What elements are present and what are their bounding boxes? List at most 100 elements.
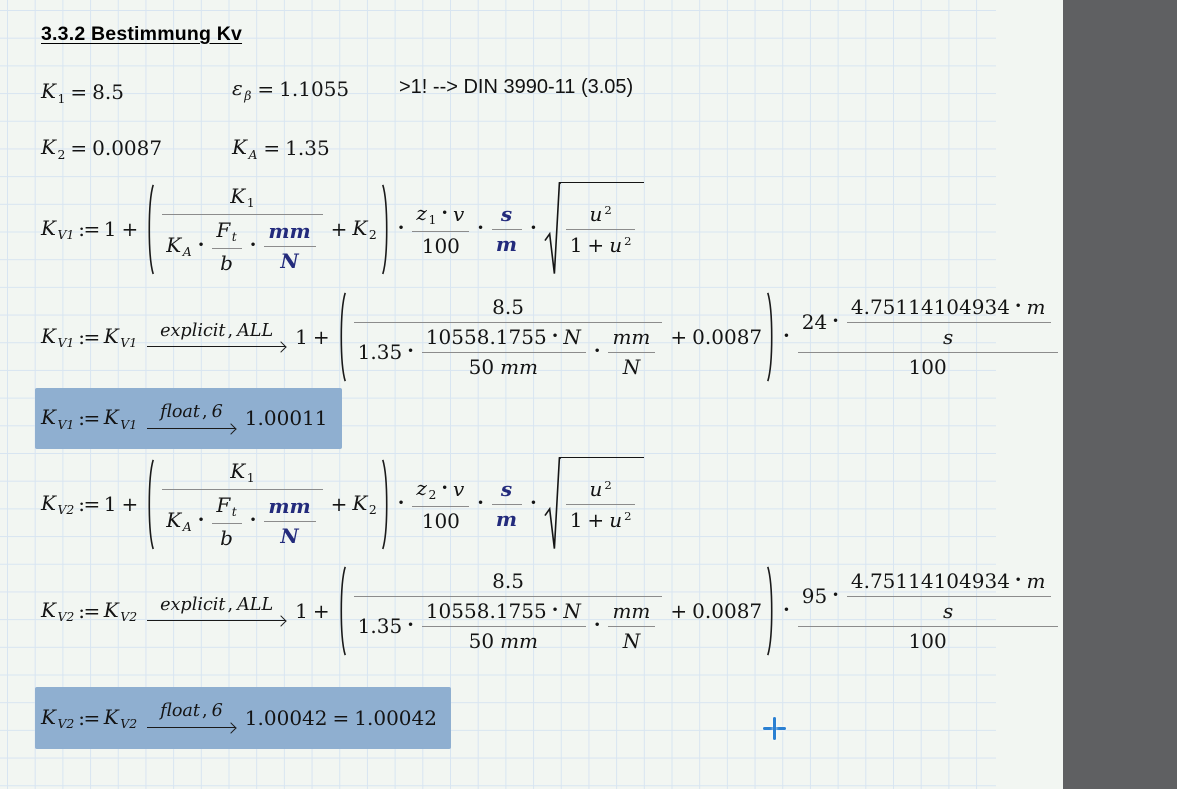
arrow-label: float,6 [146, 402, 237, 423]
fraction-bar [162, 488, 323, 490]
math-token: V2 [120, 716, 138, 732]
math-token: K [41, 597, 56, 622]
fraction-bar [353, 595, 663, 597]
math-token: K [166, 507, 182, 532]
math-token: · [407, 340, 414, 363]
math-token: + [587, 507, 605, 532]
math-token: 1 [295, 598, 308, 623]
fraction-bar [846, 321, 1051, 323]
math-token: s [943, 324, 954, 349]
fraction-bar [491, 228, 523, 230]
math-token: K [41, 135, 56, 159]
math-token: V2 [57, 502, 75, 518]
math-token: m [1026, 568, 1046, 593]
arrow-shaft [146, 616, 287, 628]
fraction-bar [846, 595, 1051, 597]
math-token: , [201, 401, 208, 422]
fraction-bar [412, 230, 470, 232]
math-token: V2 [57, 609, 75, 625]
math-token: A [248, 146, 258, 162]
math-token: V2 [120, 609, 138, 625]
math-token: · [551, 325, 559, 348]
math-token: mm [500, 628, 539, 653]
math-token: N [622, 354, 641, 379]
math-token: K [41, 704, 56, 729]
math-token: := [78, 324, 100, 349]
math-token: s [500, 476, 513, 501]
fraction-bar [565, 229, 636, 231]
note-din-reference[interactable]: >1! --> DIN 3990-11 (3.05) [399, 76, 634, 98]
section-title[interactable]: 3.3.2 Bestimmung Kv [41, 23, 243, 45]
math-token: K [103, 704, 119, 729]
math-token: z [416, 475, 427, 500]
insert-crosshair-cursor [763, 717, 786, 740]
math-token: + [330, 216, 348, 241]
math-token: K [166, 232, 182, 257]
math-token: 1.35 [357, 339, 403, 364]
math-token: 1 [103, 491, 117, 516]
math-token: V2 [57, 716, 75, 732]
math-token: V1 [57, 335, 75, 351]
fraction-bar [412, 505, 470, 507]
math-row: 10558.1755·N [426, 325, 582, 349]
math-token: 1 [295, 324, 308, 349]
math-token: := [78, 491, 100, 516]
math-token: 100 [908, 628, 947, 653]
math-token: 8.5 [492, 568, 524, 593]
math-token: A [182, 519, 192, 535]
math-token: + [670, 324, 688, 349]
math-token: 1 [246, 470, 255, 486]
math-token: K [352, 490, 368, 515]
math-token: K [41, 79, 56, 103]
math-token: 0.0087 [92, 135, 163, 160]
math-token: · [551, 599, 559, 622]
math-token: + [670, 598, 688, 623]
math-token: 100 [908, 354, 947, 379]
outside-page-area [1063, 0, 1177, 789]
evaluation-arrow: explicit,ALL [146, 321, 287, 354]
arrow-shaft [146, 423, 237, 435]
math-token: 2 [428, 487, 437, 503]
math-token: mm [500, 354, 539, 379]
math-row: explicit,ALL [160, 321, 273, 341]
math-token: K [352, 215, 368, 240]
math-token: V1 [120, 335, 138, 351]
fraction-bar [608, 351, 656, 353]
math-token: K [41, 490, 56, 515]
math-token: · [397, 492, 405, 515]
